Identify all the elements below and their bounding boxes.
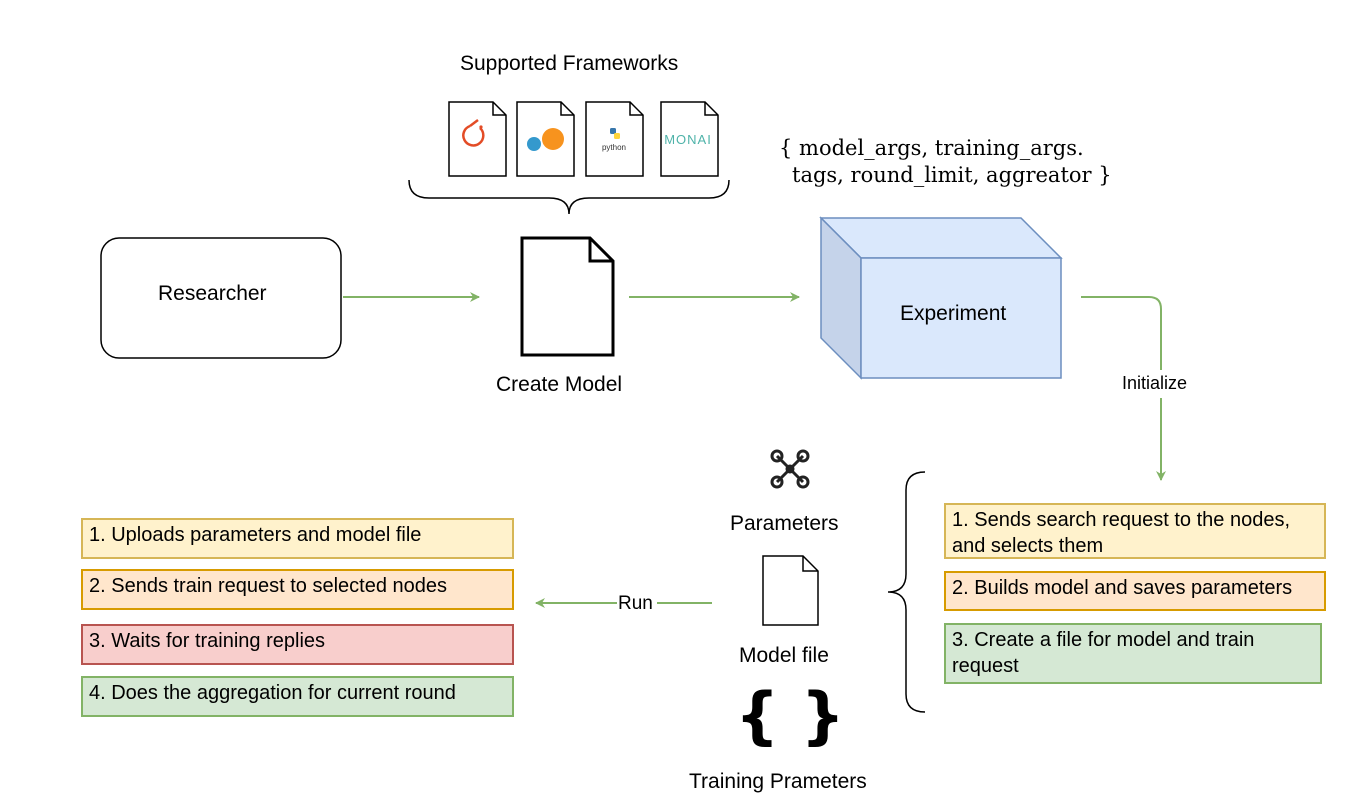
- network-icon: [770, 449, 810, 489]
- run-step-2: 2. Sends train request to selected nodes: [81, 569, 514, 610]
- curly-braces-icon: { }: [735, 679, 845, 752]
- create-model-document-icon: [520, 236, 615, 357]
- init-step-3: 3. Create a file for model and train req…: [944, 623, 1322, 684]
- model-file-label: Model file: [739, 644, 829, 667]
- experiment-label: Experiment: [900, 302, 1007, 325]
- scikit-learn-icon: [516, 101, 575, 177]
- python-text: python: [602, 143, 626, 152]
- init-steps-brace: [887, 471, 926, 713]
- run-label: Run: [618, 593, 653, 614]
- init-step-1: 1. Sends search request to the nodes, an…: [944, 503, 1326, 559]
- initialize-label: Initialize: [1122, 373, 1188, 394]
- researcher-label: Researcher: [158, 282, 267, 305]
- researcher-box: [100, 237, 342, 359]
- pytorch-icon: [448, 101, 507, 177]
- run-step-4: 4. Does the aggregation for current roun…: [81, 676, 514, 717]
- args-line-1: { model_args, training_args.: [779, 136, 1084, 160]
- init-step-2: 2. Builds model and saves parameters: [944, 571, 1326, 611]
- create-model-label: Create Model: [496, 373, 623, 396]
- experiment-cube: [819, 216, 1063, 380]
- monai-icon: MONAI: [660, 101, 719, 177]
- run-step-1: 1. Uploads parameters and model file: [81, 518, 514, 559]
- python-icon: python: [585, 101, 644, 177]
- run-step-3: 3. Waits for training replies: [81, 624, 514, 665]
- args-line-2: tags, round_limit, aggreator }: [792, 163, 1112, 187]
- frameworks-brace: [408, 179, 730, 215]
- training-parameters-label: Training Prameters: [689, 770, 867, 793]
- arrow-initialize: [1081, 296, 1162, 370]
- monai-text: MONAI: [664, 132, 712, 147]
- frameworks-title: Supported Frameworks: [460, 52, 679, 75]
- model-file-icon: [762, 555, 819, 626]
- parameters-label: Parameters: [730, 512, 839, 535]
